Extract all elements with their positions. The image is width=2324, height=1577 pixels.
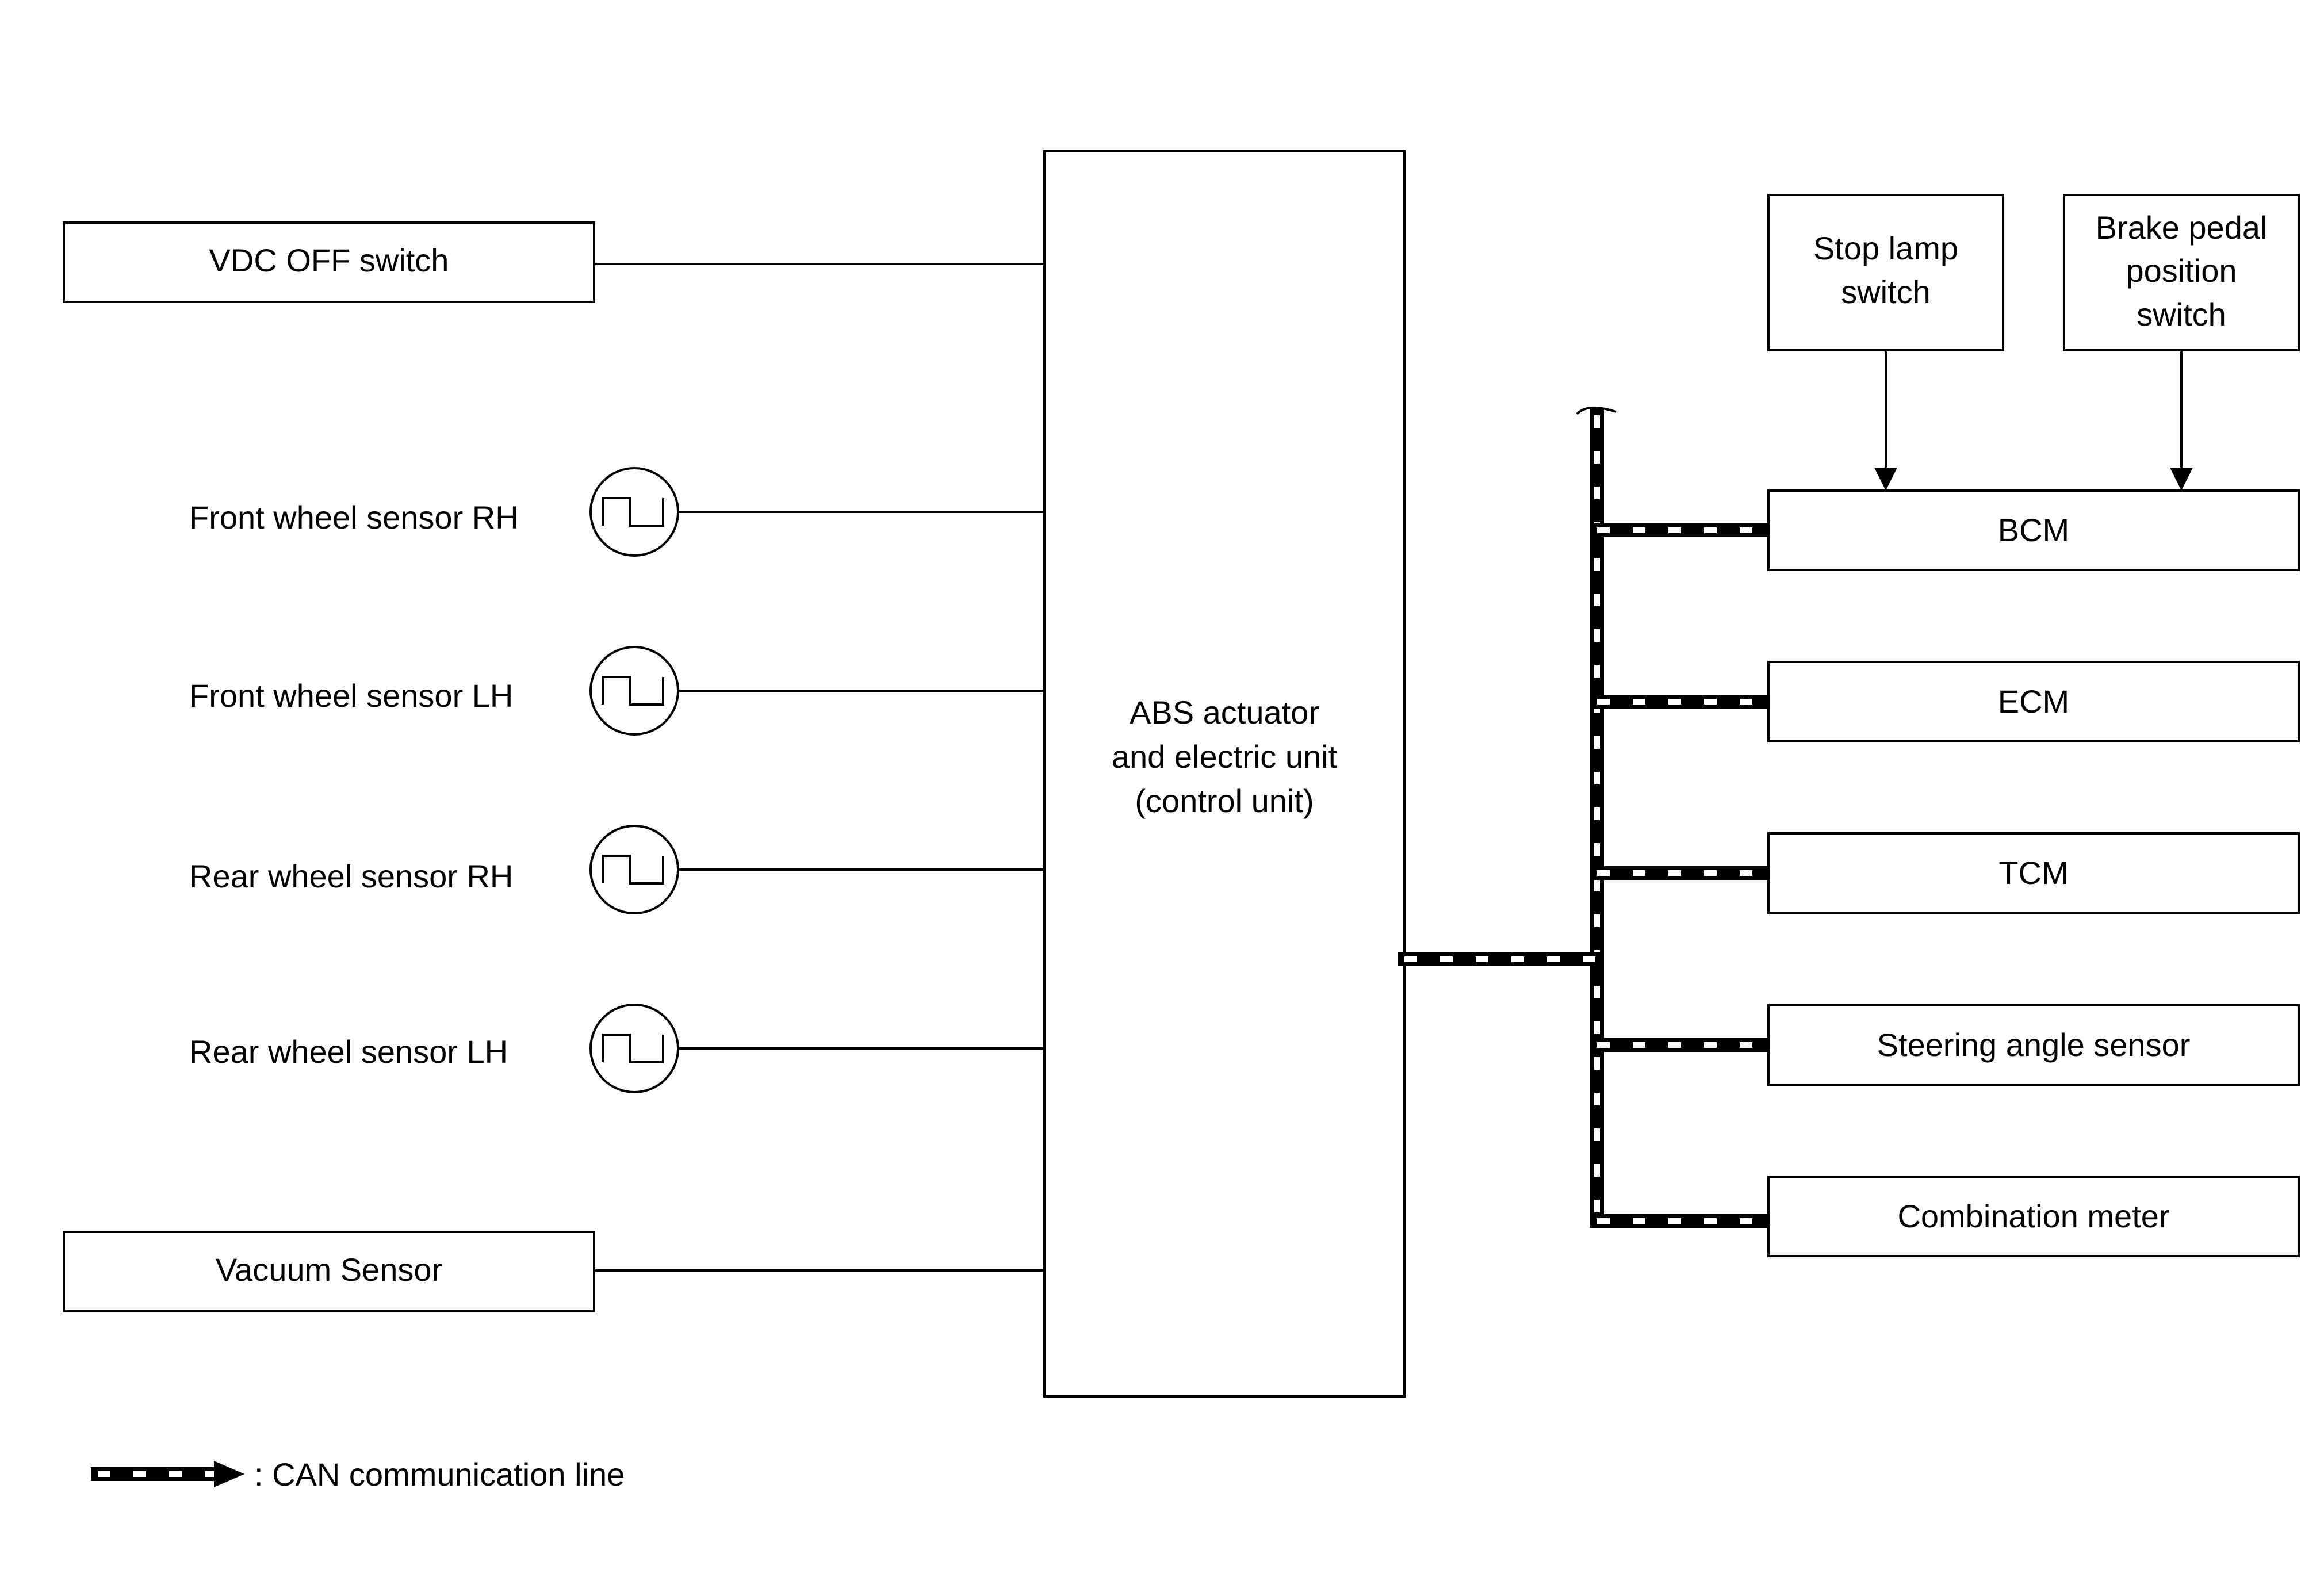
rear-wheel-sensor-rh: Rear wheel sensor RH xyxy=(189,825,1044,914)
stop-lamp-switch: Stop lamp switch xyxy=(1767,194,2004,491)
combination-meter-node: Combination meter xyxy=(1767,1176,2300,1257)
vacuum-sensor: Vacuum Sensor xyxy=(63,1231,1044,1312)
vacuum-sensor-label: Vacuum Sensor xyxy=(216,1251,442,1288)
vdc-off-switch-label: VDC OFF switch xyxy=(209,242,449,278)
pulse-signal-icon xyxy=(589,1004,679,1093)
bcm-node: BCM xyxy=(1767,489,2300,571)
rear-wheel-sensor-lh: Rear wheel sensor LH xyxy=(189,1004,1044,1093)
steering-angle-sensor-node: Steering angle sensor xyxy=(1767,1004,2300,1086)
steering-angle-sensor-label: Steering angle sensor xyxy=(1877,1027,2191,1063)
pulse-signal-icon xyxy=(589,646,679,736)
legend: : CAN communication line xyxy=(91,1456,625,1492)
brake-pedal-position-switch-label-line2: position xyxy=(2126,252,2237,289)
can-line-legend-symbol xyxy=(91,1461,244,1487)
bcm-label: BCM xyxy=(1998,512,2069,548)
tcm-node: TCM xyxy=(1767,832,2300,914)
control-unit-label-line1: ABS actuator xyxy=(1130,694,1319,730)
front-wheel-sensor-rh: Front wheel sensor RH xyxy=(189,467,1044,557)
brake-pedal-position-switch-label-line3: switch xyxy=(2137,296,2226,332)
stop-lamp-switch-label-line2: switch xyxy=(1841,274,1931,310)
ecm-label: ECM xyxy=(1998,683,2069,719)
front-wheel-sensor-rh-label: Front wheel sensor RH xyxy=(189,499,519,535)
brake-pedal-position-switch-label-line1: Brake pedal xyxy=(2096,209,2268,246)
legend-label: : CAN communication line xyxy=(254,1456,625,1492)
rear-wheel-sensor-lh-label: Rear wheel sensor LH xyxy=(189,1034,508,1070)
tcm-label: TCM xyxy=(1998,855,2068,891)
pulse-signal-icon xyxy=(589,825,679,914)
can-bus xyxy=(1398,406,1775,1228)
abs-control-unit: ABS actuator and electric unit (control … xyxy=(1043,150,1406,1398)
control-unit-label-line3: (control unit) xyxy=(1135,783,1314,819)
stop-lamp-switch-label-line1: Stop lamp xyxy=(1813,230,1958,266)
brake-pedal-position-switch: Brake pedal position switch xyxy=(2063,194,2300,491)
front-wheel-sensor-lh: Front wheel sensor LH xyxy=(189,646,1044,736)
control-unit-label-line2: and electric unit xyxy=(1112,738,1338,775)
can-bus-break-mark xyxy=(1576,406,1617,415)
rear-wheel-sensor-rh-label: Rear wheel sensor RH xyxy=(189,858,513,894)
vdc-off-switch: VDC OFF switch xyxy=(63,221,1044,303)
combination-meter-label: Combination meter xyxy=(1897,1198,2169,1234)
pulse-signal-icon xyxy=(589,467,679,557)
front-wheel-sensor-lh-label: Front wheel sensor LH xyxy=(189,678,513,714)
ecm-node: ECM xyxy=(1767,661,2300,742)
